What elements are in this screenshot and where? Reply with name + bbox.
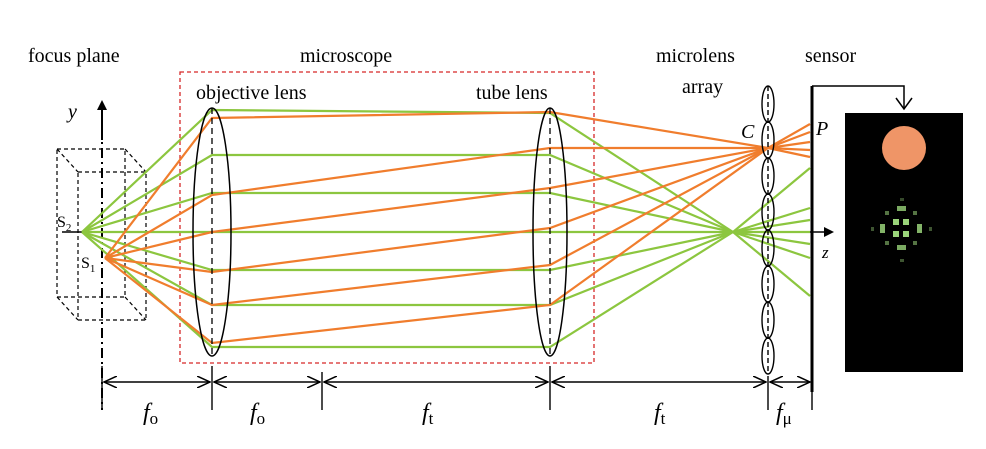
orange-rays [104,110,811,345]
tube-lens [532,107,568,357]
focus-plane-label: focus plane [28,45,120,67]
microlens-array [761,85,775,375]
sensor-connector-arrowhead [895,97,913,111]
objective-lens-label: objective lens [196,82,307,104]
green-rays [81,108,811,349]
dim-label-fo-1: fo [143,400,158,428]
microscope-box [179,71,595,364]
tube-lens-label: tube lens [476,82,548,104]
dim-label-ft-1: ft [422,400,434,428]
s1-label: S1 [81,255,95,275]
green-spot-pattern [871,198,932,262]
point-c-label: C [741,121,755,143]
z-axis-label: z [821,243,829,262]
dim-label-fmu: fμ [776,400,792,428]
dimension-lines [101,366,813,410]
point-p-label: P [815,118,828,140]
sensor-connector [812,85,905,108]
objective-lens [192,107,232,357]
microlens-label-line2: array [682,76,723,98]
orange-spot [882,126,926,170]
focus-plane-box [56,148,147,321]
sensor-image [845,113,963,372]
dim-label-ft-2: ft [654,400,666,428]
microscope-label: microscope [300,45,392,67]
dim-label-fo-2: fo [250,400,265,428]
sensor-label: sensor [805,45,856,67]
s2-label: S2 [57,214,71,234]
microlens-label-line1: microlens [656,45,735,67]
y-axis-label: y [66,101,77,123]
